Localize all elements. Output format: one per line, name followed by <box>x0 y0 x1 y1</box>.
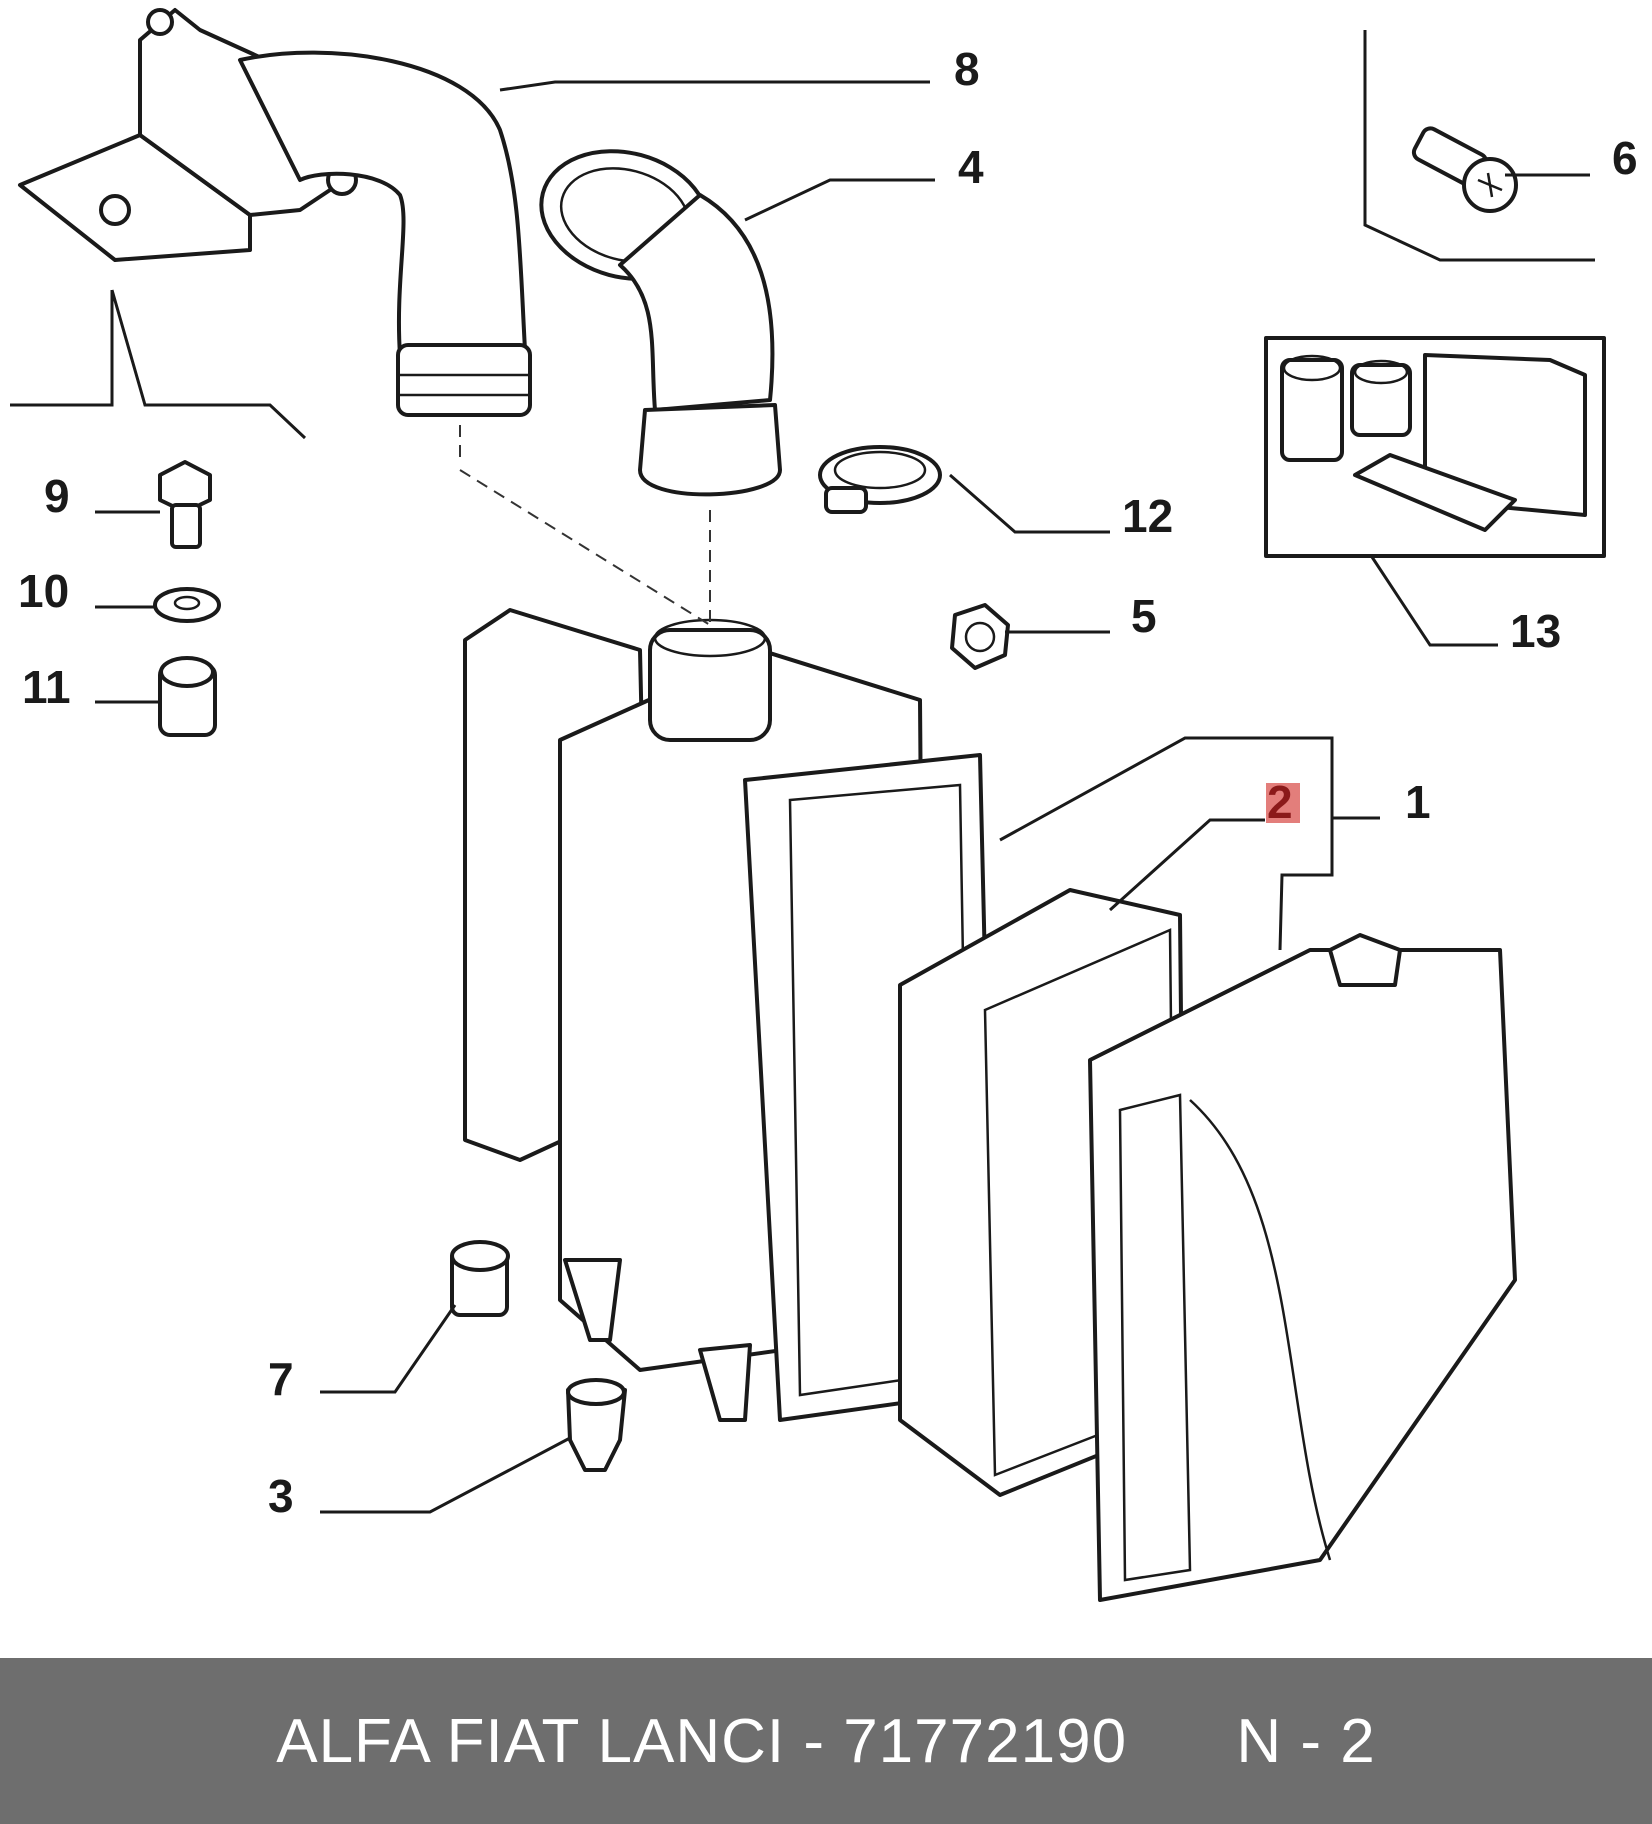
footer-part-number: ALFA FIAT LANCI - 71772190 N - 2 <box>276 1706 1376 1776</box>
part-5-nut <box>950 603 1010 670</box>
callout-1: 1 <box>1405 776 1431 828</box>
footer-bar: ALFA FIAT LANCI - 71772190 N - 2 <box>0 1658 1652 1824</box>
callout-2-highlight <box>1266 783 1300 823</box>
callout-5: 5 <box>1131 590 1157 642</box>
part-13-filter-kit <box>1264 336 1606 558</box>
part-9-bolt <box>158 460 212 549</box>
part-10-washer <box>153 587 221 623</box>
callout-13: 13 <box>1510 605 1561 657</box>
part-6-screw <box>1411 126 1518 213</box>
part-4-elbow-hose <box>539 149 782 497</box>
callout-4: 4 <box>958 141 984 193</box>
part-12-hose-clamp <box>818 445 942 514</box>
part-1-housing-body <box>463 608 997 1422</box>
part-7-grommet <box>450 1240 510 1317</box>
parts-diagram: 8 4 6 12 5 13 9 10 11 2 1 7 3 <box>10 8 1638 1602</box>
diagram-canvas: 8 4 6 12 5 13 9 10 11 2 1 7 3 <box>10 8 1638 1602</box>
callout-12: 12 <box>1122 490 1173 542</box>
part-3-rubber-mount <box>566 1378 627 1472</box>
part-11-grommet <box>158 656 217 737</box>
callout-2: 2 <box>1267 776 1293 828</box>
callout-11: 11 <box>22 661 71 713</box>
callout-8: 8 <box>954 43 980 95</box>
callout-6: 6 <box>1612 132 1638 184</box>
callout-9: 9 <box>44 470 70 522</box>
callout-7: 7 <box>268 1353 294 1405</box>
callout-10: 10 <box>18 565 69 617</box>
part-1-housing-cover <box>1088 933 1517 1602</box>
callout-3: 3 <box>268 1470 294 1522</box>
leader-lines <box>10 30 1595 1514</box>
part-8-intake-duct <box>18 8 532 417</box>
